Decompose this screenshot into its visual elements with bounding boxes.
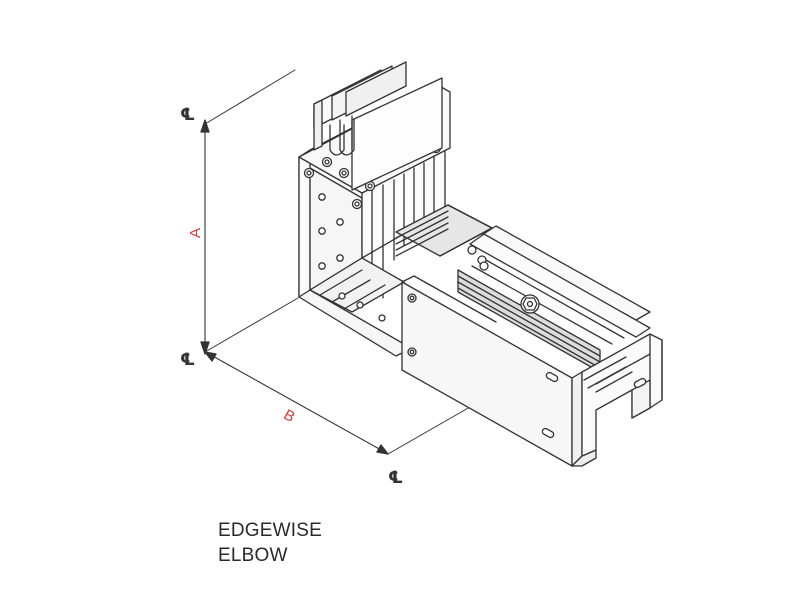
centerline-symbol-middle: ℄ (180, 350, 195, 369)
busbar-stack (395, 204, 493, 271)
centerline-symbol-top: ℄ (180, 105, 195, 124)
caption-line-2: ELBOW (218, 545, 288, 566)
dimension-a (200, 69, 296, 355)
dimension-b-label: B (281, 406, 298, 426)
dimension-a-label: A (187, 228, 204, 238)
caption-line-1: EDGEWISE (218, 520, 323, 541)
centerline-symbol-bottom: ℄ (388, 468, 403, 487)
dimension-b (204, 297, 471, 455)
vertical-section (298, 61, 451, 301)
figure-caption: EDGEWISE ELBOW (218, 518, 322, 568)
horizontal-section (401, 225, 663, 467)
